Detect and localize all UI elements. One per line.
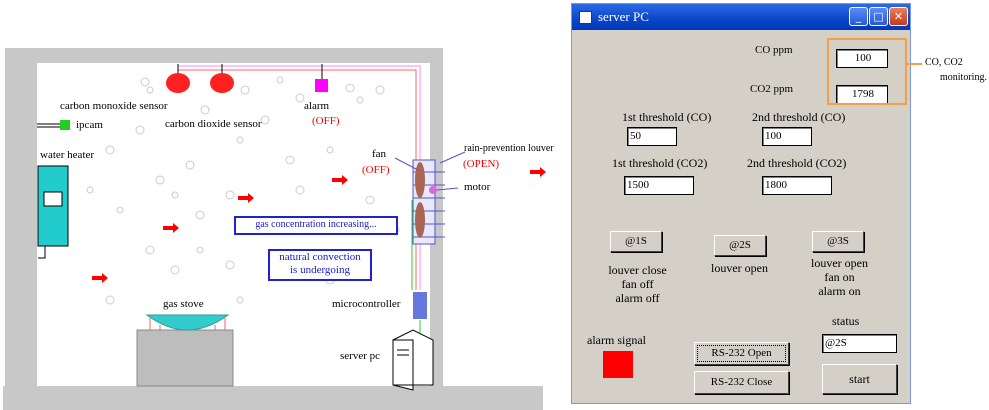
gas-stove-label: gas stove bbox=[163, 298, 204, 310]
alarm-label: alarm bbox=[304, 100, 330, 112]
rs232-close-button[interactable]: RS-232 Close bbox=[694, 371, 789, 394]
microcontroller-icon bbox=[413, 292, 427, 319]
th1-co2-field[interactable]: 1500 bbox=[624, 176, 694, 195]
state-3s-line1: louver open bbox=[811, 256, 868, 270]
server-pc-icon bbox=[392, 339, 414, 386]
th2-co2-label: 2nd threshold (CO2) bbox=[747, 156, 847, 170]
th2-co-field[interactable]: 100 bbox=[762, 127, 812, 146]
co2-ppm-field[interactable]: 1798 bbox=[836, 85, 888, 104]
state-2s: louver open bbox=[692, 261, 787, 275]
status-field[interactable]: @2S bbox=[822, 334, 897, 353]
state-3s: louver open fan on alarm on bbox=[792, 256, 887, 298]
convection-line2: is undergoing bbox=[290, 264, 350, 276]
monitoring-connector bbox=[907, 63, 922, 65]
alarm-icon bbox=[315, 79, 328, 92]
co-ppm-field[interactable]: 100 bbox=[836, 49, 888, 68]
close-icon[interactable]: ✕ bbox=[889, 7, 908, 26]
airflow-arrows bbox=[92, 167, 546, 283]
state-1s-line3: alarm off bbox=[615, 291, 660, 305]
co-sensor-icon bbox=[166, 73, 190, 93]
convection-box: natural convection is undergoing bbox=[268, 249, 372, 281]
server-pc-label: server pc bbox=[340, 350, 381, 362]
th1-co-label: 1st threshold (CO) bbox=[622, 110, 712, 124]
louver-state: (OPEN) bbox=[463, 158, 500, 170]
microcontroller-label: microcontroller bbox=[332, 298, 401, 310]
ipcam-label: ipcam bbox=[76, 119, 103, 131]
btn-3s[interactable]: @3S bbox=[812, 231, 864, 252]
room-diagram: carbon monoxide sensor carbon dioxide se… bbox=[3, 48, 554, 410]
server-pc-window: server PC _ □ ✕ CO ppm 100 CO2 ppm 1798 … bbox=[571, 3, 911, 404]
status-label: status bbox=[832, 314, 860, 328]
state-1s-line1: louver close bbox=[608, 263, 667, 277]
btn-2s[interactable]: @2S bbox=[714, 235, 766, 256]
fan-state: (OFF) bbox=[362, 164, 390, 176]
convection-line1: natural convection bbox=[279, 251, 361, 263]
co2-ppm-label: CO2 ppm bbox=[750, 83, 794, 95]
btn-1s[interactable]: @1S bbox=[610, 231, 662, 252]
maximize-icon[interactable]: □ bbox=[869, 7, 888, 26]
state-3s-line2: fan on bbox=[824, 270, 855, 284]
ipcam-icon bbox=[60, 120, 70, 130]
monitoring-highlight bbox=[827, 38, 907, 105]
right-wall-upper bbox=[430, 63, 443, 163]
gas-increasing-box: gas concentration increasing... bbox=[234, 216, 398, 235]
room-illustration bbox=[3, 48, 546, 410]
window-title: server PC bbox=[598, 9, 649, 24]
water-heater-icon bbox=[37, 165, 69, 247]
state-1s: louver close fan off alarm off bbox=[590, 263, 685, 305]
alarm-signal-indicator bbox=[603, 351, 633, 378]
state-3s-line3: alarm on bbox=[818, 284, 861, 298]
start-button[interactable]: start bbox=[822, 364, 897, 394]
annotation-line2: monitoring. bbox=[940, 72, 987, 83]
water-heater-label: water heater bbox=[40, 149, 95, 161]
th1-co2-label: 1st threshold (CO2) bbox=[612, 156, 708, 170]
th1-co-field[interactable]: 50 bbox=[627, 127, 677, 146]
minimize-icon[interactable]: _ bbox=[849, 7, 868, 26]
alarm-state: (OFF) bbox=[312, 115, 340, 127]
stove-table bbox=[136, 329, 234, 387]
alarm-signal-label: alarm signal bbox=[587, 333, 646, 347]
app-icon bbox=[579, 11, 592, 24]
title-bar[interactable]: server PC _ □ ✕ bbox=[572, 4, 910, 30]
co-sensor-label: carbon monoxide sensor bbox=[60, 100, 168, 112]
louver-label: rain-prevention louver bbox=[464, 143, 554, 154]
annotation-line1: CO, CO2 bbox=[925, 57, 963, 68]
co2-sensor-icon bbox=[210, 73, 234, 93]
th2-co2-field[interactable]: 1800 bbox=[762, 176, 832, 195]
th2-co-label: 2nd threshold (CO) bbox=[752, 110, 846, 124]
motor-label: motor bbox=[464, 181, 491, 193]
motor-icon bbox=[429, 186, 437, 194]
state-1s-line2: fan off bbox=[621, 277, 654, 291]
gas-stove-icon bbox=[145, 314, 230, 331]
co2-sensor-label: carbon dioxide sensor bbox=[165, 118, 262, 130]
state-2s-line1: louver open bbox=[711, 261, 768, 275]
co-ppm-label: CO ppm bbox=[755, 44, 793, 56]
fan-label: fan bbox=[372, 148, 387, 160]
floor bbox=[3, 386, 543, 410]
rs232-open-button[interactable]: RS-232 Open bbox=[694, 342, 789, 365]
fan-icon bbox=[415, 162, 425, 198]
